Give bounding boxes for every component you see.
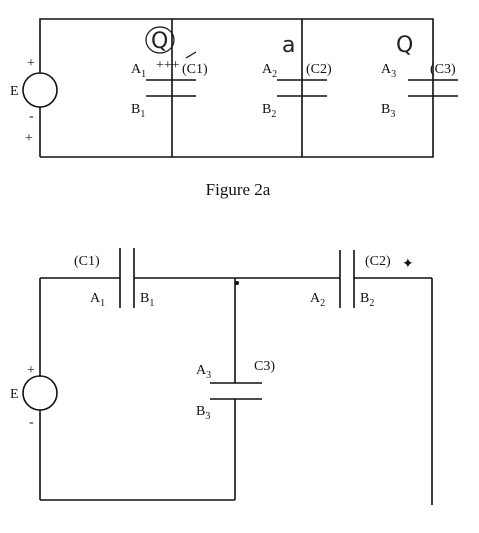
source-a-plus: + (27, 56, 35, 71)
c2-b-label: (C2) (365, 254, 391, 269)
source-a-label: E (10, 84, 19, 99)
handwritten-q-1: Q (151, 29, 168, 54)
c1-b-right-plate: B1 (140, 291, 154, 309)
c1-top-plate: A1 (131, 62, 146, 80)
figure-2a-wires (39, 18, 434, 158)
figure-caption: Figure 2a (206, 180, 271, 199)
capacitor-c2-plates (277, 79, 327, 97)
c1-plate-marks: +++ (156, 58, 180, 73)
c1-bottom-plate: B1 (131, 102, 145, 120)
capacitor-c1-plates (146, 79, 196, 97)
junction-dot (235, 281, 239, 285)
figure-2b-wires (39, 277, 433, 505)
c3-b-bottom-plate: B3 (196, 404, 210, 422)
handwritten-circle-1 (145, 26, 175, 54)
capacitor-c1-b-plates (119, 248, 135, 308)
source-a-minus: - (29, 109, 34, 124)
c1-label: (C1) (182, 62, 208, 77)
capacitor-c3-b-plates (210, 382, 262, 400)
c2-label: (C2) (306, 62, 332, 77)
c3-label: (C3) (430, 62, 456, 77)
battery-b-symbol (22, 375, 58, 411)
handwritten-q-3: Q (396, 33, 413, 58)
c3-b-label: C3) (254, 359, 275, 374)
source-a-lower-plus: + (25, 131, 33, 146)
c3-bottom-plate: B3 (381, 102, 395, 120)
capacitor-c3-plates (408, 79, 458, 97)
handwritten-a-2: a (282, 33, 295, 58)
c2-b-mark: ✦ (402, 257, 414, 272)
c2-bottom-plate: B2 (262, 102, 276, 120)
source-b-plus: + (27, 363, 35, 378)
c1-b-label: (C1) (74, 254, 100, 269)
c2-top-plate: A2 (262, 62, 277, 80)
capacitor-c2-b-plates (339, 250, 355, 308)
c3-b-top-plate: A3 (196, 363, 211, 381)
c2-b-left-plate: A2 (310, 291, 325, 309)
source-b-minus: - (29, 415, 34, 430)
c2-b-right-plate: B2 (360, 291, 374, 309)
battery-a-symbol (22, 72, 58, 108)
source-b-label: E (10, 387, 19, 402)
c3-top-plate: A3 (381, 62, 396, 80)
c1-b-left-plate: A1 (90, 291, 105, 309)
handwritten-stroke (185, 51, 197, 59)
